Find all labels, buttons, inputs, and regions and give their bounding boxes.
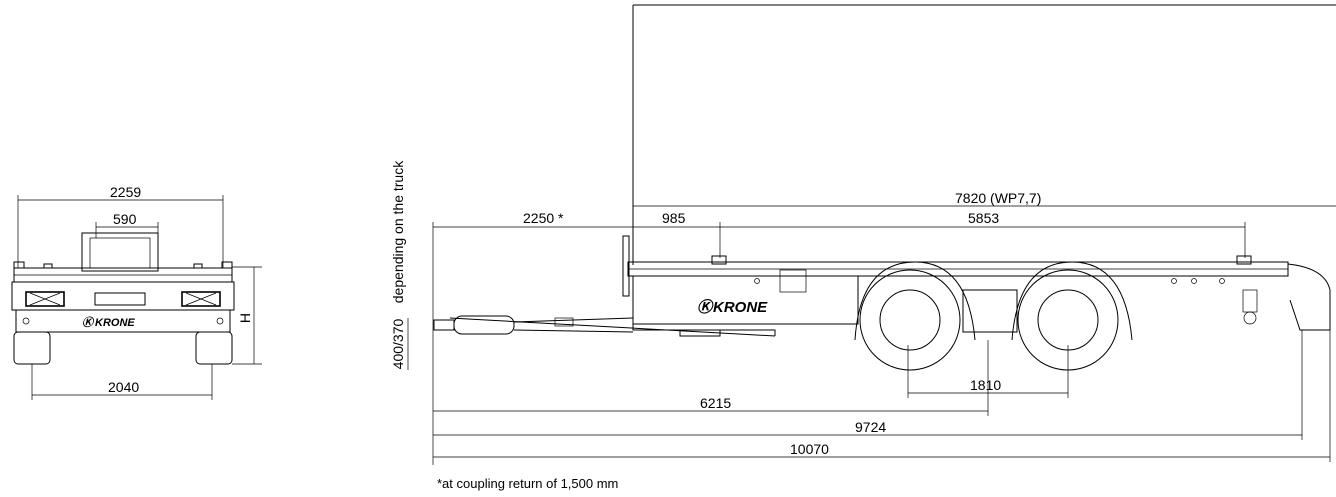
dim-front-590: 590: [113, 211, 137, 227]
dim-front-2040: 2040: [108, 379, 139, 395]
krone-emblem-icon: Ⓚ: [82, 316, 95, 329]
krone-side-emblem-icon: Ⓚ: [697, 299, 714, 316]
dim-side-9724: 9724: [855, 419, 886, 435]
footnote: *at coupling return of 1,500 mm: [437, 476, 618, 491]
label-coupling-height: 400/370: [390, 318, 406, 369]
dim-side-985: 985: [662, 210, 686, 226]
side-view: 7820 (WP7,7) 2250 * 985 5853 depending o…: [390, 4, 1336, 491]
dim-side-5853: 5853: [968, 210, 999, 226]
dim-front-height: H: [237, 313, 253, 323]
dim-side-10070: 10070: [790, 441, 829, 457]
label-depending-on-truck: depending on the truck: [390, 160, 406, 303]
front-logo: KRONE: [95, 317, 135, 329]
dim-front-2259: 2259: [110, 184, 141, 200]
dim-side-6215: 6215: [700, 395, 731, 411]
front-view: 2259 590 KRONE Ⓚ: [11, 184, 262, 400]
dim-side-1810: 1810: [970, 377, 1001, 393]
dim-side-2250: 2250 *: [523, 210, 564, 226]
dim-side-7820: 7820 (WP7,7): [955, 190, 1041, 206]
side-logo: KRONE: [713, 299, 768, 316]
